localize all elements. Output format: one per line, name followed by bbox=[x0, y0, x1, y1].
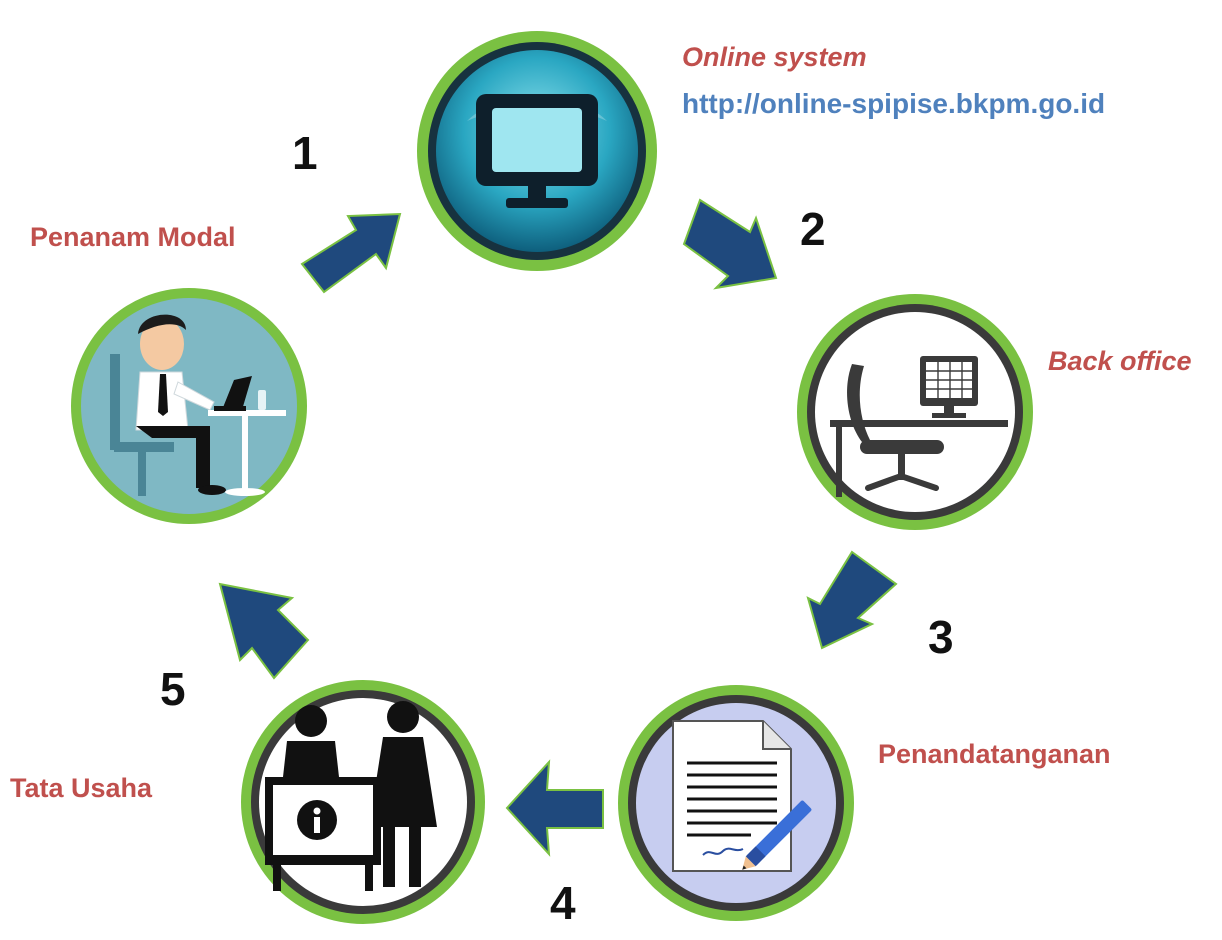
document-sign-icon bbox=[672, 720, 812, 872]
investor-laptop-icon bbox=[110, 314, 286, 496]
monitor-icon bbox=[476, 94, 598, 208]
step-number-1: 1 bbox=[292, 127, 318, 179]
arrow-step-1 bbox=[300, 212, 402, 294]
arrow-step-5 bbox=[218, 582, 310, 680]
step-number-2: 2 bbox=[800, 203, 826, 255]
arrow-step-4 bbox=[505, 759, 604, 857]
back-office-label: Back office bbox=[1048, 346, 1192, 376]
investor-label: Penanam Modal bbox=[30, 222, 236, 252]
online-system-url[interactable]: http://online-spipise.bkpm.go.id bbox=[682, 88, 1106, 119]
office-desk-icon bbox=[830, 356, 1008, 497]
online-system-node bbox=[417, 31, 657, 271]
arrow-step-3 bbox=[806, 550, 898, 650]
step-number-3: 3 bbox=[928, 611, 954, 663]
online-system-title: Online system bbox=[682, 42, 867, 72]
investor-node bbox=[71, 288, 307, 524]
admin-node bbox=[241, 680, 485, 924]
step-number-5: 5 bbox=[160, 663, 186, 715]
signing-label: Penandatanganan bbox=[878, 739, 1111, 769]
info-desk-icon bbox=[265, 701, 437, 891]
arrow-step-2 bbox=[682, 198, 778, 290]
step-number-4: 4 bbox=[550, 877, 576, 929]
back-office-node bbox=[797, 294, 1033, 530]
signing-node bbox=[618, 685, 854, 921]
admin-label: Tata Usaha bbox=[10, 773, 153, 803]
